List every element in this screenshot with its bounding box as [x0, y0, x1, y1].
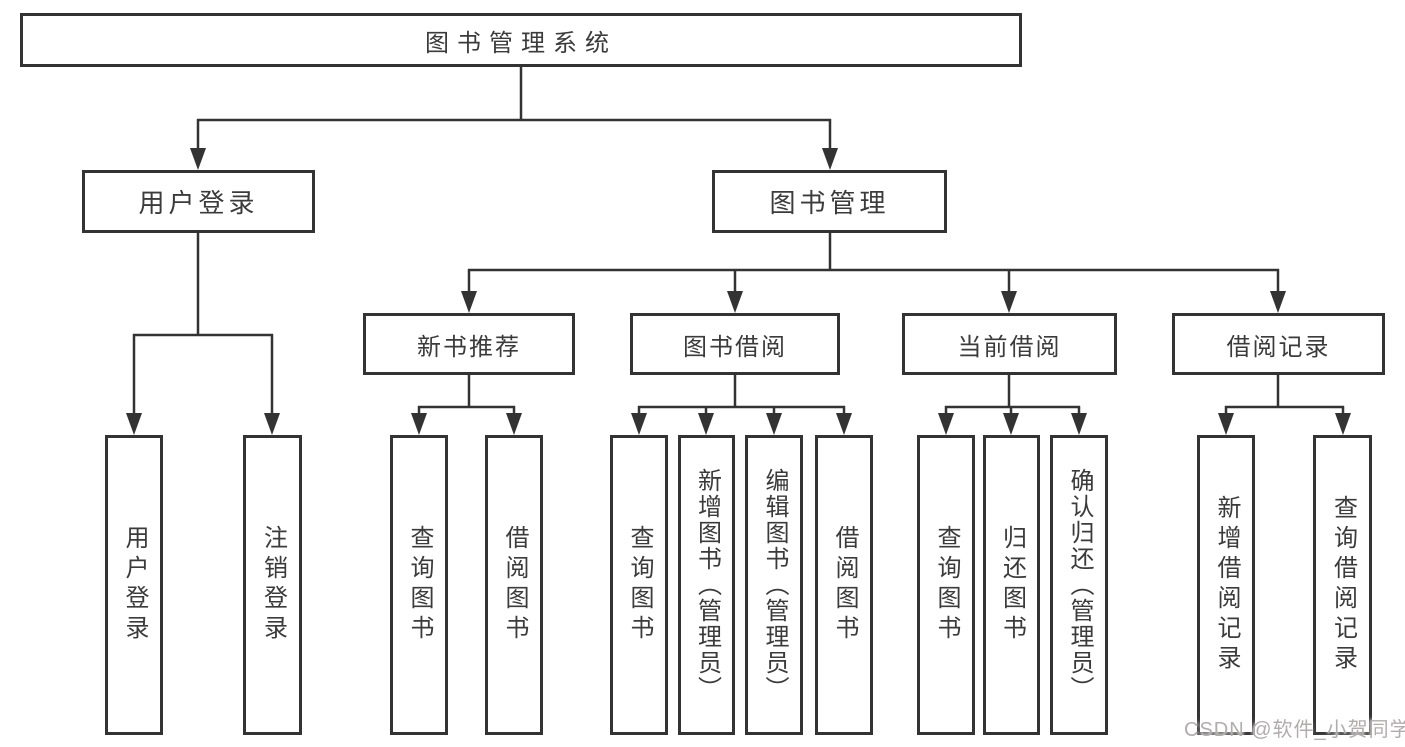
leaf-label: 借阅图书 [501, 525, 528, 645]
leaf-label: 注销登录 [259, 525, 287, 645]
leaf-borrow-books: 借阅图书 [815, 435, 873, 735]
node-book-management: 图书管理 [712, 170, 947, 233]
leaf-label: 新增借阅记录 [1213, 495, 1240, 675]
leaf-user-login: 用户登录 [105, 435, 163, 735]
leaf-edit-books-admin: 编辑图书（管理员） [745, 435, 803, 735]
csdn-watermark: CSDN @软件_小贺同学 [1184, 719, 1405, 741]
leaf-query-books-current: 查询图书 [917, 435, 975, 735]
leaf-confirm-return-admin: 确认归还（管理员） [1050, 435, 1108, 735]
leaf-label: 编辑图书（管理员） [761, 468, 788, 702]
leaf-query-books-borrow: 查询图书 [610, 435, 668, 735]
leaf-query-books-recommend: 查询图书 [390, 435, 448, 735]
node-current-borrow: 当前借阅 [902, 313, 1117, 375]
leaf-query-borrow-record: 查询借阅记录 [1313, 435, 1372, 735]
leaf-label: 查询图书 [406, 525, 433, 645]
node-library-system: 图书管理系统 [20, 13, 1022, 67]
leaf-label: 借阅图书 [831, 525, 858, 645]
leaf-logout: 注销登录 [243, 435, 302, 735]
leaf-borrow-books-recommend: 借阅图书 [485, 435, 543, 735]
leaf-return-books: 归还图书 [983, 435, 1040, 735]
leaf-add-books-admin: 新增图书（管理员） [678, 435, 735, 735]
leaf-label: 新增图书（管理员） [693, 468, 721, 702]
leaf-label: 用户登录 [121, 525, 148, 645]
node-book-borrow: 图书借阅 [630, 313, 840, 375]
leaf-label: 确认归还（管理员） [1066, 468, 1093, 702]
leaf-label: 归还图书 [998, 525, 1026, 645]
node-new-book-recommend: 新书推荐 [363, 313, 575, 375]
node-user-login: 用户登录 [82, 170, 315, 233]
leaf-add-borrow-record: 新增借阅记录 [1197, 435, 1255, 735]
leaf-label: 查询借阅记录 [1329, 495, 1357, 675]
leaf-label: 查询图书 [626, 525, 653, 645]
node-borrow-records: 借阅记录 [1172, 313, 1385, 375]
leaf-label: 查询图书 [933, 525, 960, 645]
